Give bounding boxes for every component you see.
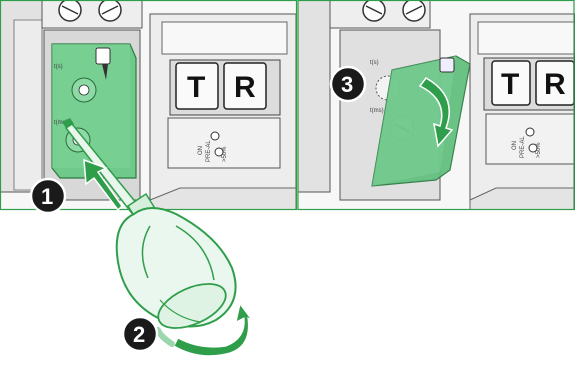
preal-label: PRE-AL [520, 136, 526, 158]
right-panel: t(s) t(ms) T R ON [298, 0, 575, 210]
latch-icon [96, 48, 110, 64]
time-dial-top [72, 78, 96, 102]
svg-text:T: T [501, 68, 519, 101]
on-label: ON [198, 146, 204, 155]
button-r: R [224, 63, 266, 109]
svg-text:R: R [544, 68, 566, 101]
preal-label: PRE-AL [206, 140, 212, 162]
button-t: T [176, 63, 218, 109]
svg-text:T: T [187, 71, 205, 104]
button-t: T [492, 61, 530, 105]
dial-top-label: t(s) [370, 60, 379, 66]
step-badge-2: 2 [123, 317, 157, 351]
dial-bottom-label: t(ms) [370, 108, 384, 114]
on-label: ON [512, 141, 518, 150]
svg-text:3: 3 [341, 72, 353, 97]
step-badge-1: 1 [31, 179, 65, 213]
dial-top-label: t(s) [54, 64, 63, 70]
svg-text:1: 1 [41, 184, 53, 209]
latch-icon [440, 58, 454, 72]
step-badge-3: 3 [331, 67, 365, 101]
svg-text:R: R [234, 71, 256, 104]
button-r: R [536, 61, 574, 105]
svg-text:2: 2 [133, 322, 145, 347]
